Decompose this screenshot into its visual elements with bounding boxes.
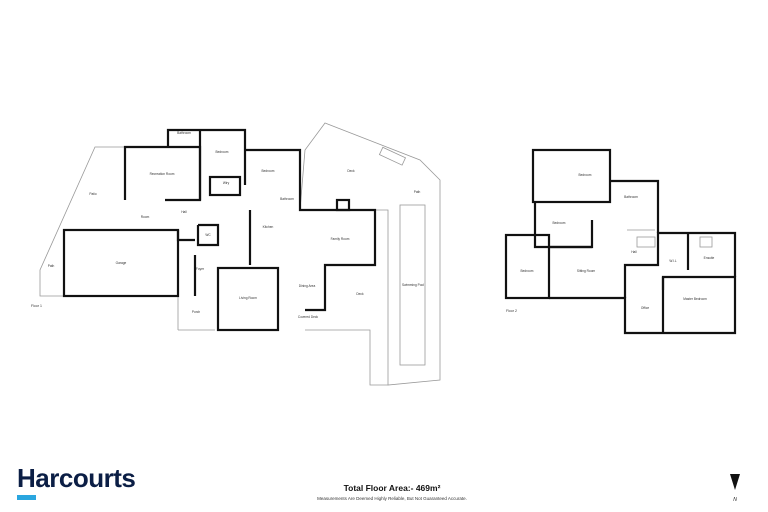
total-floor-area: Total Floor Area:- 469m² <box>343 483 441 493</box>
area-summary: Total Floor Area:- 469m² Measurements Ar… <box>0 483 768 501</box>
room-label: Kitchen <box>263 225 274 229</box>
north-indicator: N <box>728 472 742 503</box>
room-label: Hall <box>631 250 637 254</box>
disclaimer: Measurements Are Deemed Highly Reliable,… <box>317 496 467 501</box>
north-arrow-icon <box>730 474 740 490</box>
floor1-outdoor <box>39 122 441 386</box>
floor-label: Floor 1 <box>31 304 42 308</box>
room-label: W.I.L <box>669 259 676 263</box>
room-label: Master Bedroom <box>683 297 707 301</box>
room-label: Foyer <box>196 267 205 271</box>
living-room <box>216 266 280 332</box>
room-label: Room <box>141 215 150 219</box>
room-label: Hall <box>181 210 187 214</box>
room-label: Swimming Pool <box>402 283 424 287</box>
room-label: Bathroom <box>280 197 294 201</box>
room-label: Bedroom <box>521 269 534 273</box>
floor-label: Floor 2 <box>506 309 517 313</box>
room-label: Garage <box>116 261 127 265</box>
floor2-walls <box>504 148 737 335</box>
room-label: Bedroom <box>216 150 229 154</box>
room-label: Wiry <box>223 181 230 185</box>
steps <box>378 146 407 166</box>
north-label: N <box>733 497 737 503</box>
logo-accent-bar <box>17 495 36 500</box>
harcourts-logo: Harcourts <box>17 463 136 500</box>
floor1-walls <box>62 128 377 332</box>
room-label: Bathroom <box>624 195 638 199</box>
room-label: Deck <box>356 292 364 296</box>
room-label: Bedroom <box>579 173 592 177</box>
room-label: Covered Deck <box>298 315 319 319</box>
garage <box>62 228 180 298</box>
room-label: Bedroom <box>553 221 566 225</box>
room-label: Living Room <box>239 296 257 300</box>
room-label: Recreation Room <box>150 172 175 176</box>
room-label: Deck <box>347 169 355 173</box>
floor1-room-labels: Bathroom Bedroom Bedroom Recreation Room… <box>31 131 424 319</box>
room-label: Patio <box>89 192 96 196</box>
room-label: Bathroom <box>177 131 191 135</box>
room-label: Sitting Room <box>577 269 596 273</box>
floor2-room-labels: Bedroom Bathroom Bedroom Bedroom Sitting… <box>506 173 715 313</box>
room-label: Bedroom <box>262 169 275 173</box>
brand-name: Harcourts <box>17 463 136 493</box>
room-label: Ensuite <box>704 256 715 260</box>
room-label: Office <box>641 306 649 310</box>
room-label: Family Room <box>331 237 350 241</box>
room-label: Path <box>48 264 55 268</box>
swimming-pool <box>399 204 426 366</box>
room-label: Porch <box>192 310 201 314</box>
room-label: Path <box>414 190 421 194</box>
room-label: WC <box>205 233 211 237</box>
room-label: Dining Area <box>299 284 316 288</box>
